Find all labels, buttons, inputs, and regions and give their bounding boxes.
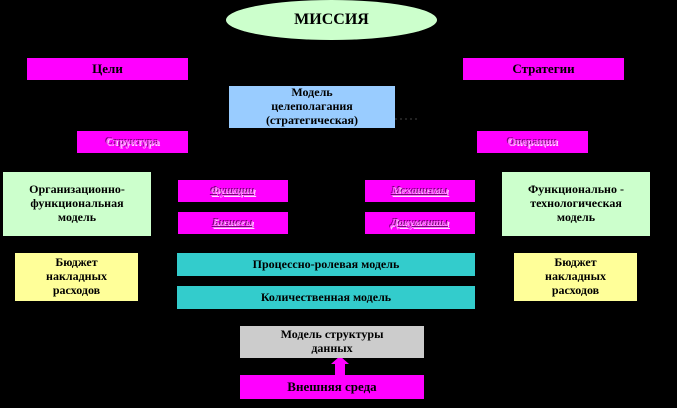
budget-left-line-3: расходов: [52, 282, 101, 297]
budget-right-line-3: расходов: [551, 282, 600, 297]
strategies-label: Стратегии: [512, 60, 575, 76]
org-func-line-1: Организационно-: [29, 182, 125, 197]
budget-left-box: Бюджет накладных расходов: [15, 253, 138, 301]
strategies-box: Стратегии: [463, 58, 624, 80]
func-tech-model-box: Функционально - технологическая модель: [502, 172, 650, 236]
mechanisms-label: Механизмы: [391, 184, 449, 197]
process-role-model-box: Процессно-ролевая модель: [177, 253, 475, 276]
structure-label: Структура: [105, 135, 160, 148]
functions-box: Функции: [178, 180, 288, 202]
operations-label: Операции: [507, 135, 558, 148]
documents-label: Документы: [391, 216, 449, 229]
func-tech-line-3: модель: [556, 209, 596, 224]
external-env-box: Внешняя среда: [240, 375, 424, 399]
quantitative-model-label: Количественная модель: [260, 289, 392, 304]
org-func-line-2: функциональная: [30, 196, 124, 211]
org-func-line-3: модель: [57, 209, 97, 224]
mission-ellipse: МИССИЯ: [226, 0, 437, 40]
external-env-label: Внешняя среда: [287, 378, 377, 394]
mission-label: МИССИЯ: [294, 10, 369, 28]
func-tech-line-1: Функционально -: [528, 182, 624, 197]
documents-box: Документы: [365, 212, 475, 234]
org-func-model-box: Организационно- функциональная модель: [3, 172, 151, 236]
structure-box: Структура: [77, 131, 188, 153]
strategic-model-box: Модель целеполагания (стратегическая): [229, 85, 395, 128]
budget-right-box: Бюджет накладных расходов: [514, 253, 637, 301]
up-arrow-icon: [331, 356, 349, 375]
strategic-model-line-3: (стратегическая): [265, 112, 359, 127]
goals-label: Цели: [92, 60, 123, 76]
budget-left-line-1: Бюджет: [55, 255, 98, 270]
businesses-label: Бизнесы: [212, 216, 254, 229]
budget-left-line-2: накладных: [46, 269, 107, 284]
budget-right-line-1: Бюджет: [554, 255, 597, 270]
process-role-model-label: Процессно-ролевая модель: [252, 256, 400, 271]
quantitative-model-box: Количественная модель: [177, 286, 475, 309]
strategic-model-line-1: Модель: [291, 85, 333, 100]
func-tech-line-2: технологическая: [530, 196, 622, 211]
operations-box: Операции: [477, 131, 588, 153]
mechanisms-box: Механизмы: [365, 180, 475, 202]
functions-label: Функции: [210, 184, 256, 197]
data-structure-line-2: данных: [311, 341, 353, 355]
data-structure-line-1: Модель структуры: [280, 327, 384, 342]
businesses-box: Бизнесы: [178, 212, 288, 234]
data-structure-model-box: Модель структуры данных: [240, 326, 424, 358]
goals-box: Цели: [27, 58, 188, 80]
strategic-model-line-2: целеполагания: [271, 99, 353, 114]
budget-right-line-2: накладных: [545, 269, 606, 284]
